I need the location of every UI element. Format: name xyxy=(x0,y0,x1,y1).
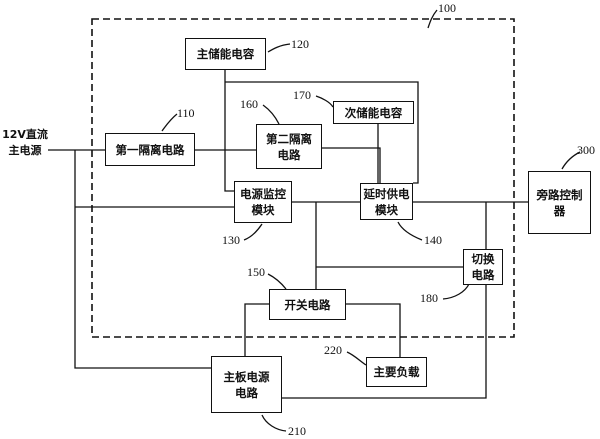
wire-switch-to-mainboard xyxy=(244,303,269,356)
ref-180: 180 xyxy=(420,291,438,305)
bypass-controller-line1: 旁路控制 xyxy=(536,187,583,202)
power-source-line1: 12V直流 xyxy=(2,128,48,141)
isolation-1-block: 第一隔离电路 xyxy=(105,133,195,166)
leader-100 xyxy=(427,9,438,29)
power-monitor-line1: 电源监控 xyxy=(240,187,286,201)
power-source-label: 12V直流 主电源 xyxy=(0,127,50,159)
wire-changeover-down xyxy=(282,285,487,399)
bypass-controller-block: 旁路控制 器 xyxy=(528,171,591,234)
main-load-block: 主要负载 xyxy=(366,357,427,387)
wire-source-trunk xyxy=(74,150,211,369)
changeover-line2: 电路 xyxy=(471,268,495,282)
leader-110 xyxy=(161,113,178,132)
isolation-1-label: 第一隔离电路 xyxy=(115,142,185,157)
ref-170: 170 xyxy=(293,88,311,102)
main-capacitor-block: 主储能电容 xyxy=(185,38,266,70)
isolation-2-block: 第二隔离 电路 xyxy=(256,124,322,169)
ref-130: 130 xyxy=(222,233,240,247)
delay-supply-line2: 模块 xyxy=(375,202,398,217)
delay-supply-block: 延时供电 模块 xyxy=(360,183,413,220)
ref-120: 120 xyxy=(291,37,309,51)
ref-160: 160 xyxy=(240,97,258,111)
power-monitor-block: 电源监控 模块 xyxy=(234,181,292,223)
isolation-2-line2: 电路 xyxy=(277,147,301,162)
switch-circuit-label: 开关电路 xyxy=(284,297,331,312)
sub-capacitor-label: 次储能电容 xyxy=(344,105,403,120)
ref-150: 150 xyxy=(247,265,265,279)
main-load-label: 主要负载 xyxy=(373,365,420,379)
wire-main-capacitor-to-delay xyxy=(225,81,419,184)
mainboard-power-line1: 主板电源 xyxy=(223,369,270,384)
mainboard-power-line2: 电路 xyxy=(235,385,258,400)
power-source-line2: 主电源 xyxy=(8,144,42,157)
system-boundary xyxy=(91,18,515,338)
ref-300: 300 xyxy=(577,143,595,157)
ref-220: 220 xyxy=(324,343,342,357)
leader-120 xyxy=(267,43,291,53)
leader-210 xyxy=(261,414,287,432)
leader-180 xyxy=(442,283,470,300)
switch-circuit-block: 开关电路 xyxy=(269,289,346,320)
leader-140 xyxy=(397,221,423,241)
wire-main-capacitor-to-monitor xyxy=(224,70,234,192)
leader-220 xyxy=(346,351,367,366)
sub-capacitor-block: 次储能电容 xyxy=(333,101,414,124)
mainboard-power-block: 主板电源 电路 xyxy=(211,356,282,413)
leader-300 xyxy=(561,151,581,170)
changeover-block: 切换 电路 xyxy=(463,249,503,285)
bypass-controller-line2: 器 xyxy=(553,203,566,218)
ref-210: 210 xyxy=(288,424,306,438)
ref-100: 100 xyxy=(438,1,456,15)
ref-140: 140 xyxy=(424,233,442,247)
leader-170 xyxy=(315,95,334,108)
leader-130 xyxy=(243,223,263,241)
leader-150 xyxy=(267,273,287,290)
changeover-line1: 切换 xyxy=(471,252,495,266)
delay-supply-line1: 延时供电 xyxy=(363,186,410,201)
wire-isolation2-to-delay xyxy=(322,147,381,183)
leader-160 xyxy=(262,104,280,125)
main-capacitor-label: 主储能电容 xyxy=(196,47,255,61)
power-monitor-line2: 模块 xyxy=(251,203,275,217)
ref-110: 110 xyxy=(177,106,195,120)
isolation-2-line1: 第二隔离 xyxy=(266,131,312,146)
wire-switch-to-load xyxy=(346,303,401,357)
